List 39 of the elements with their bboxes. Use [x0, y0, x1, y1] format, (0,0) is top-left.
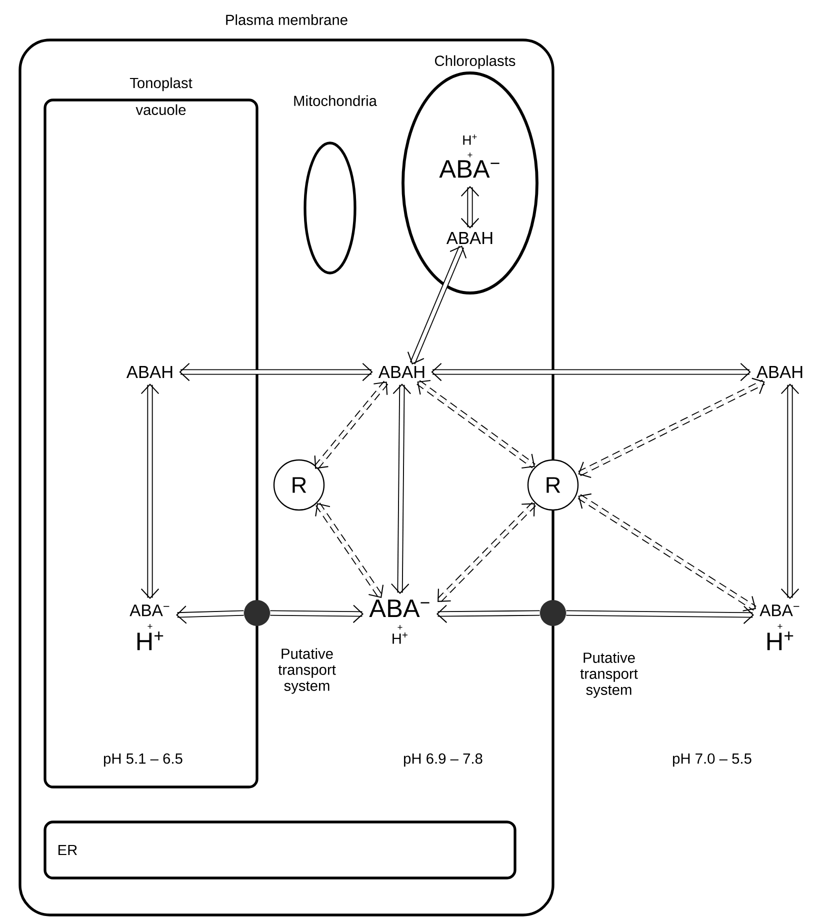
ph-label: pH 5.1 – 6.5 [104, 753, 182, 767]
dashed-arrow [436, 502, 536, 604]
species-label: ABAH [378, 366, 424, 378]
species-label: ABAH [446, 232, 492, 244]
transporter-dot [244, 600, 270, 626]
node-label: Chloroplasts [434, 55, 516, 69]
equilibrium-arrow [270, 604, 364, 623]
equilibrium-arrow [460, 186, 480, 228]
circled-letter: R [273, 459, 325, 511]
transporter-dot [540, 600, 566, 626]
species-label: H$^{+}$ + ABA$^{−}$ [439, 134, 500, 178]
dashed-arrow [416, 380, 536, 468]
equilibrium-arrow [407, 246, 467, 364]
equilibrium-arrow [780, 384, 800, 599]
species-label: ABAH [756, 366, 802, 378]
node-label: Tonoplast [130, 77, 192, 92]
node-label: Plasma membrane [226, 14, 348, 26]
ph-label: pH 6.9 – 7.8 [404, 753, 482, 767]
equilibrium-arrow [140, 384, 160, 599]
equilibrium-arrow [179, 362, 373, 382]
species-label: ABA$^{−}$ + H$^{+}$ [369, 600, 430, 644]
transport-caption: Putative transport system [580, 652, 638, 698]
species-label: ABA$^{−}$ + H$^{+}$ [760, 604, 800, 650]
equilibrium-arrow [566, 606, 754, 624]
equilibrium-arrow [436, 604, 540, 623]
equilibrium-arrow [176, 606, 244, 624]
circled-letter: R [527, 459, 579, 511]
equilibrium-arrow [431, 362, 751, 382]
dashed-arrow [314, 380, 388, 470]
dashed-arrow [578, 493, 756, 612]
species-label: ABA$^{−}$ + H$^{+}$ [130, 604, 170, 650]
node-label: Mitochondria [294, 95, 377, 106]
transport-caption: Putative transport system [278, 648, 336, 694]
species-label: ABAH [126, 366, 172, 378]
equilibrium-arrow [391, 384, 411, 594]
ph-label: pH 7.0 – 5.5 [672, 753, 752, 767]
dashed-arrow [578, 378, 765, 478]
dashed-arrow [315, 502, 384, 598]
er-box: ER [44, 820, 516, 880]
